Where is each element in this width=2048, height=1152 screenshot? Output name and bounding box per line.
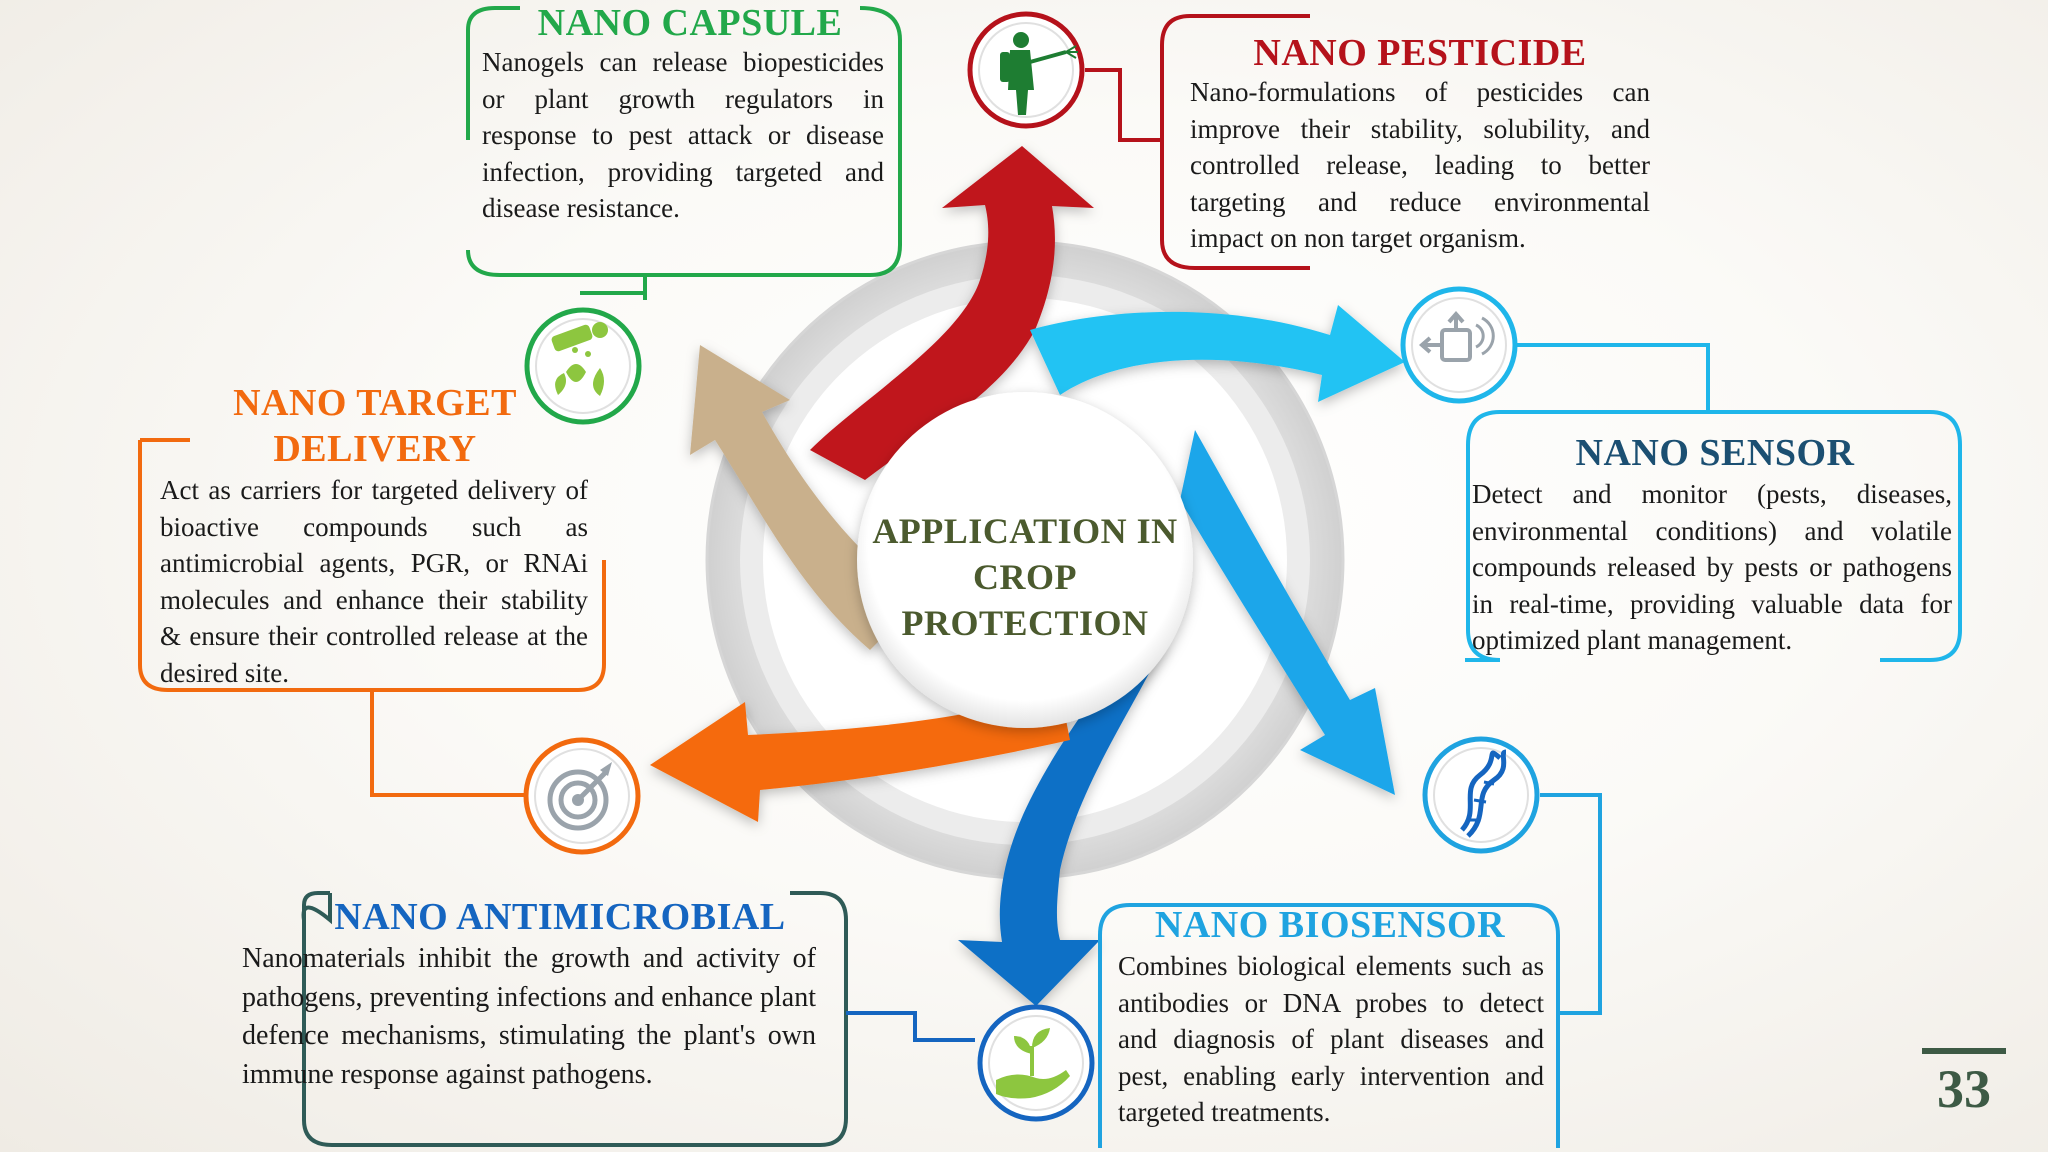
center-title: APPLICATION IN CROP PROTECTION xyxy=(855,508,1195,646)
hand-sprout-icon xyxy=(977,1004,1095,1122)
center-title-line2: CROP xyxy=(973,557,1077,597)
capsule-text: Nanogels can release biopesticides or pl… xyxy=(482,47,884,223)
biosensor-card-border xyxy=(1098,903,1560,1148)
sensor-connector xyxy=(1510,343,1710,412)
center-title-line3: PROTECTION xyxy=(901,603,1149,643)
darkblue-arrow xyxy=(958,640,1165,1006)
pesticide-connector xyxy=(1085,68,1162,142)
orange-arrow xyxy=(650,690,1070,822)
biosensor-title: NANO BIOSENSOR xyxy=(1154,904,1506,946)
pesticide-card-border xyxy=(1160,14,1310,270)
lightblue-arrow xyxy=(1030,305,1405,402)
target-title-line1: NANO TARGET xyxy=(233,382,517,424)
center-disc xyxy=(857,392,1193,728)
red-arrow xyxy=(810,146,1094,480)
spray-leaf-icon xyxy=(524,307,642,425)
antimicrobial-connector xyxy=(846,1011,975,1042)
target-title-line2: DELIVERY xyxy=(273,428,477,470)
capsule-title: NANO CAPSULE xyxy=(537,2,843,44)
sensor-card-border xyxy=(1465,410,1962,662)
sensor-text: Detect and monitor (pests, diseases, env… xyxy=(1472,479,1952,655)
capsule-card-border xyxy=(466,6,902,277)
page-number: 33 xyxy=(1937,1059,1991,1119)
pesticide-text: Nano-formulations of pesticides can impr… xyxy=(1190,77,1650,253)
dna-icon xyxy=(1422,736,1540,854)
page-number-rule xyxy=(1922,1048,2006,1054)
center-title-line1: APPLICATION IN xyxy=(872,511,1178,551)
skyblue-arrow xyxy=(1180,430,1395,795)
sensor-device-icon xyxy=(1400,286,1518,404)
antimicrobial-text: Nanomaterials inhibit the growth and act… xyxy=(242,943,816,1090)
antimicrobial-card-left xyxy=(302,891,330,950)
pesticide-title: NANO PESTICIDE xyxy=(1253,32,1587,74)
biosensor-text: Combines biological elements such as ant… xyxy=(1118,951,1544,1127)
target-arrow-icon xyxy=(523,737,641,855)
sensor-title: NANO SENSOR xyxy=(1575,432,1855,474)
sprayer-person-icon xyxy=(967,11,1085,129)
biosensor-connector xyxy=(1540,793,1602,1015)
target-connector xyxy=(370,690,525,797)
antimicrobial-title: NANO ANTIMICROBIAL xyxy=(334,896,786,938)
target-text: Act as carriers for targeted delivery of… xyxy=(160,475,588,688)
